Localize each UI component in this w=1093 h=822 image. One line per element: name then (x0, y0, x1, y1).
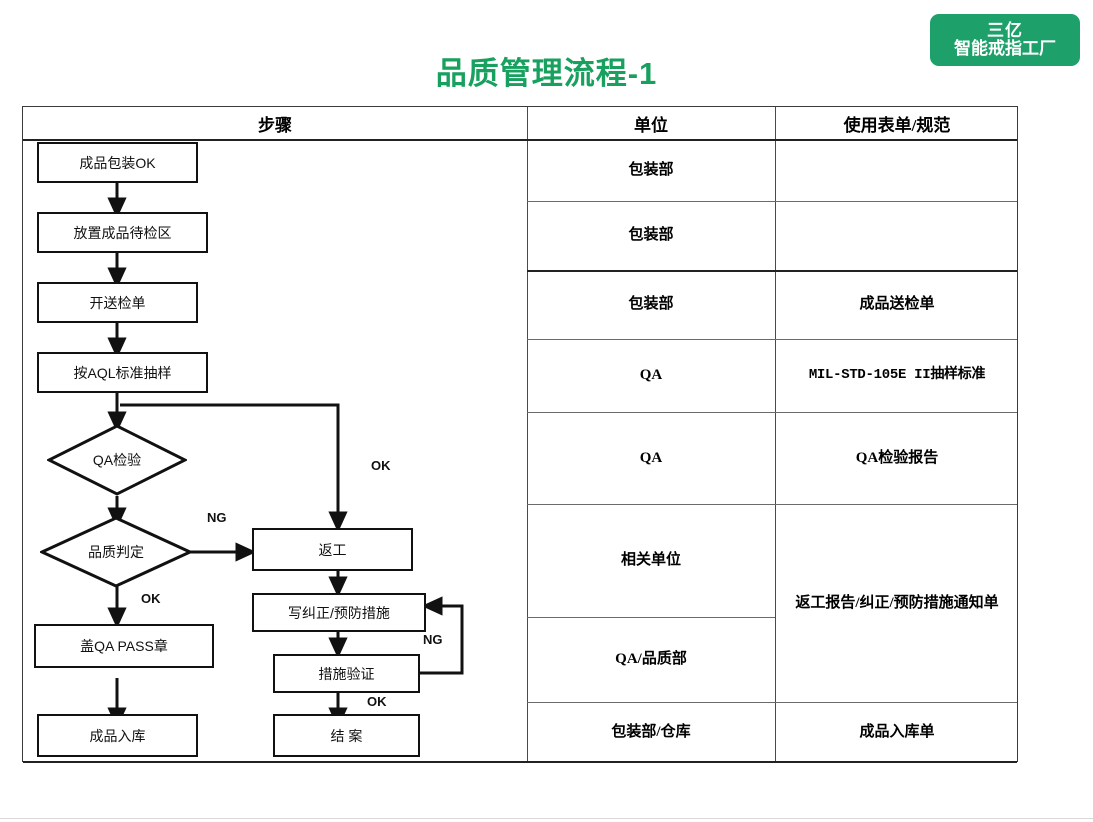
flow-node-qa-inspection-label: QA检验 (92, 452, 142, 468)
row-divider-5 (527, 504, 1017, 505)
table-cell-form-8: 成品入库单 (859, 724, 935, 741)
column-header-form: 使用表单/规范 (843, 115, 951, 135)
table-cell-form-3: 成品送检单 (859, 296, 935, 313)
row-divider-2 (527, 270, 1017, 272)
flow-node-rework[interactable]: 返工 (252, 528, 413, 571)
flow-node-corrective-action[interactable]: 写纠正/预防措施 (252, 593, 426, 632)
row-divider-3 (527, 339, 1017, 340)
diamond-shape (47, 424, 187, 496)
table-bottom-accent (23, 761, 1017, 763)
edge-label-ok-sampling: OK (371, 458, 391, 473)
row-divider-1 (527, 201, 1017, 202)
flow-node-qa-inspection[interactable]: QA检验 (47, 424, 187, 496)
footer-divider (0, 818, 1093, 819)
table-cell-form-6: 返工报告/纠正/预防措施通知单 (795, 594, 999, 611)
page-title: 品质管理流程-1 (435, 56, 658, 91)
table-cell-unit-4: QA (639, 367, 663, 384)
table-cell-form-2 (775, 201, 1019, 270)
flow-node-close-case[interactable]: 结 案 (273, 714, 420, 757)
table-cell-unit-7: QA/品质部 (615, 651, 687, 668)
row-divider-7 (527, 702, 1017, 703)
table-cell-form-5: QA检验报告 (855, 449, 939, 466)
flow-node-issue-inspection-form[interactable]: 开送检单 (37, 282, 198, 323)
flow-node-quality-judgement-label: 品质判定 (88, 544, 144, 560)
row-divider-6-unit (527, 617, 775, 618)
table-cell-form-1 (775, 139, 1019, 201)
brand-line-1: 三亿 (987, 20, 1023, 40)
column-header-unit: 单位 (634, 115, 668, 135)
flow-node-place-pending[interactable]: 放置成品待检区 (37, 212, 208, 253)
table-cell-form-4: MIL-STD-105E II抽样标准 (808, 367, 986, 384)
brand-line-2: 智能戒指工厂 (954, 39, 1056, 58)
process-flowchart: 成品包装OK 放置成品待检区 开送检单 按AQL标准抽样 返工 写纠正/预防措施… (22, 106, 527, 762)
flow-node-aql-sampling[interactable]: 按AQL标准抽样 (37, 352, 208, 393)
column-divider-unit-form (775, 107, 776, 761)
edge-label-ok-judgement: OK (141, 591, 161, 606)
diamond-shape (40, 516, 192, 588)
flow-node-qa-pass-stamp[interactable]: 盖QA PASS章 (34, 624, 214, 668)
table-cell-unit-2: 包装部 (628, 227, 674, 244)
table-cell-unit-8: 包装部/仓库 (611, 724, 691, 741)
edge-label-ok-verify: OK (367, 694, 387, 709)
row-divider-4 (527, 412, 1017, 413)
brand-badge: 三亿 智能戒指工厂 (930, 14, 1080, 66)
flow-node-packaging-ok[interactable]: 成品包装OK (37, 142, 198, 183)
column-divider-steps-unit (527, 107, 528, 761)
flow-node-finished-goods-in[interactable]: 成品入库 (37, 714, 198, 757)
edge-label-ng-judgement: NG (207, 510, 227, 525)
column-header-steps: 步骤 (258, 115, 292, 135)
header-divider (23, 139, 1017, 141)
flow-node-verify-action[interactable]: 措施验证 (273, 654, 420, 693)
table-cell-unit-5: QA (639, 449, 663, 466)
table-cell-unit-3: 包装部 (628, 296, 674, 313)
table-cell-unit-6: 相关单位 (620, 552, 681, 569)
edge-label-ng-verify: NG (423, 632, 443, 647)
table-cell-unit-1: 包装部 (628, 161, 674, 178)
flow-node-quality-judgement[interactable]: 品质判定 (40, 516, 192, 588)
flowchart-connectors (107, 183, 464, 729)
